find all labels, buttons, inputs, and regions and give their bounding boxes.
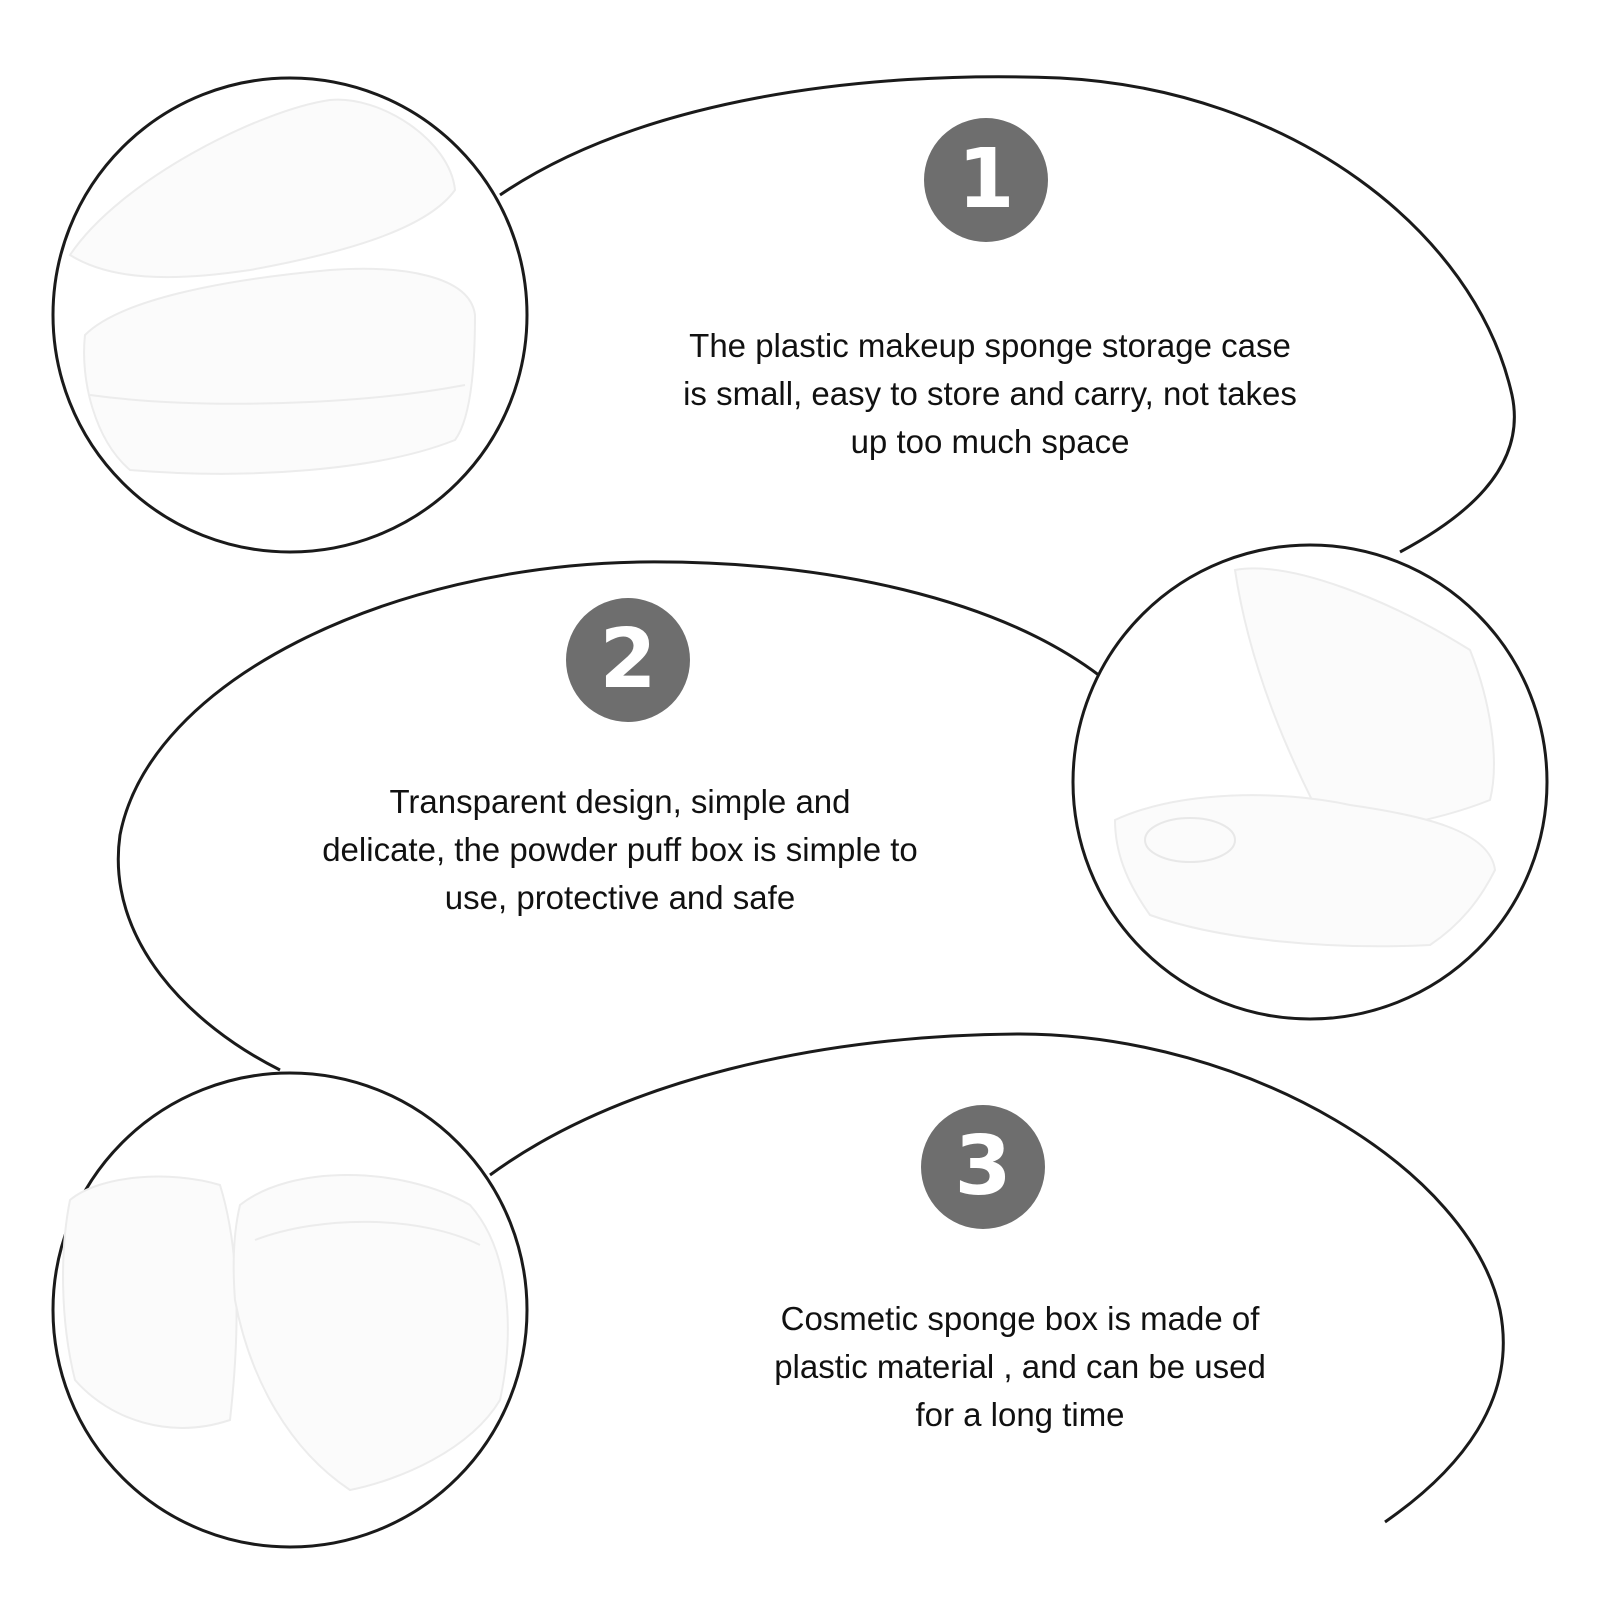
product-image-3 bbox=[51, 1071, 529, 1549]
feature-3-line-2: plastic material , and can be used bbox=[774, 1348, 1266, 1385]
feature-1-description: The plastic makeup sponge storage case i… bbox=[610, 322, 1370, 466]
feature-3-line-3: for a long time bbox=[915, 1396, 1125, 1433]
feature-3-number: 3 bbox=[954, 1119, 1012, 1214]
feature-3-line-1: Cosmetic sponge box is made of bbox=[780, 1300, 1260, 1337]
feature-1-line-1: The plastic makeup sponge storage case bbox=[689, 327, 1291, 364]
feature-2-line-2: delicate, the powder puff box is simple … bbox=[322, 831, 918, 868]
feature-1-line-2: is small, easy to store and carry, not t… bbox=[683, 375, 1297, 412]
feature-1-bubble-outline bbox=[499, 75, 1516, 554]
feature-3-number-badge: 3 bbox=[921, 1105, 1045, 1229]
feature-2-description: Transparent design, simple and delicate,… bbox=[240, 778, 1000, 922]
feature-1-line-3: up too much space bbox=[850, 423, 1130, 460]
feature-1-number-badge: 1 bbox=[924, 118, 1048, 242]
feature-3-description: Cosmetic sponge box is made of plastic m… bbox=[640, 1295, 1400, 1439]
feature-2-number-badge: 2 bbox=[566, 598, 690, 722]
feature-2-line-1: Transparent design, simple and bbox=[389, 783, 851, 820]
feature-2-line-3: use, protective and safe bbox=[444, 879, 796, 916]
product-image-1 bbox=[51, 76, 529, 554]
feature-1-number: 1 bbox=[957, 132, 1015, 227]
product-image-2 bbox=[1071, 543, 1549, 1021]
feature-2-bubble-outline bbox=[116, 560, 1101, 1072]
feature-2-number: 2 bbox=[599, 612, 657, 707]
feature-3-bubble-outline bbox=[489, 1032, 1505, 1524]
